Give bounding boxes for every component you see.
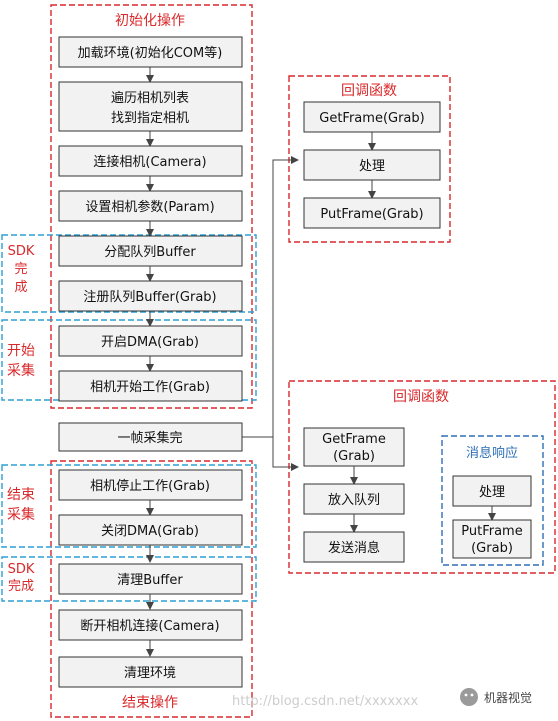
callback2-putframe-label-1: PutFrame: [461, 524, 522, 539]
callback2-process-label: 处理: [479, 485, 505, 500]
sdk-done-frame-1: [1, 234, 257, 313]
step-clean-env-label: 清理环境: [124, 666, 176, 681]
chat-bubble-icon: [460, 688, 478, 706]
callback2-title: 回调函数: [393, 389, 449, 405]
watermark-text: http://blog.csdn.net/xxxxxxx: [232, 694, 418, 709]
callback2-send-msg-label: 发送消息: [328, 540, 380, 556]
end-collect-label: 结束采集: [7, 487, 35, 523]
step-set-params: 设置相机参数(Param): [58, 190, 243, 222]
init-group-frame: [50, 4, 253, 409]
callback2-getframe-label-1: GetFrame: [322, 432, 386, 447]
logo-badge: 机器视觉: [460, 688, 532, 706]
svg-text:结束采集: 结束采集: [7, 487, 35, 523]
finish-group-frame: [50, 460, 253, 718]
callback2-getframe-label-2: (Grab): [333, 449, 375, 464]
callback2-putframe-label-2: (Grab): [471, 541, 513, 556]
callback1-getframe-label: GetFrame(Grab): [319, 111, 424, 126]
step-alloc-queue: 分配队列Buffer: [58, 235, 243, 267]
step-disconnect: 断开相机连接(Camera): [58, 609, 243, 641]
logo-text: 机器视觉: [484, 690, 532, 705]
step-enum-cameras: 遍历相机列表 找到指定相机: [58, 81, 243, 132]
step-connect-label: 连接相机(Camera): [93, 154, 206, 170]
step-open-dma-label: 开启DMA(Grab): [101, 335, 199, 350]
step-enum-cameras-label-1: 遍历相机列表: [111, 90, 189, 106]
step-register-queue-label: 注册队列Buffer(Grab): [83, 290, 216, 305]
callback1-title: 回调函数: [341, 83, 397, 99]
callback2-getframe: GetFrame (Grab): [303, 427, 405, 467]
callback1-getframe: GetFrame(Grab): [303, 101, 441, 133]
step-register-queue: 注册队列Buffer(Grab): [58, 280, 243, 312]
step-camera-start-label: 相机开始工作(Grab): [90, 380, 210, 395]
callback2-frame: [288, 380, 556, 574]
step-clean-env: 清理环境: [58, 656, 243, 688]
finish-section-title: 结束操作: [122, 695, 178, 711]
step-frame-done: 一帧采集完: [58, 422, 243, 452]
step-clear-buffer-label: 清理Buffer: [117, 573, 183, 588]
msg-response-title: 消息响应: [466, 445, 518, 461]
step-alloc-queue-label: 分配队列Buffer: [104, 245, 196, 260]
step-load-env: 加载环境(初始化COM等): [58, 36, 243, 68]
step-frame-done-label: 一帧采集完: [117, 430, 182, 446]
step-load-env-label: 加载环境(初始化COM等): [78, 45, 223, 61]
callback2-putframe: PutFrame (Grab): [452, 519, 532, 559]
callback1-putframe: PutFrame(Grab): [303, 197, 441, 229]
msg-response-frame: [441, 435, 544, 566]
callback2-enqueue-label: 放入队列: [328, 493, 380, 508]
step-camera-stop-label: 相机停止工作(Grab): [90, 478, 210, 494]
callback1-frame: [288, 75, 451, 243]
step-close-dma: 关闭DMA(Grab): [58, 514, 243, 546]
start-collect-label: 开始采集: [7, 343, 35, 379]
step-open-dma: 开启DMA(Grab): [58, 325, 243, 357]
svg-text:开始采集: 开始采集: [7, 343, 35, 379]
callback-branch-lines: [242, 156, 299, 471]
step-connect: 连接相机(Camera): [58, 145, 243, 177]
callback2-flow-arrows: [350, 466, 496, 533]
step-enum-cameras-label-2: 找到指定相机: [111, 111, 189, 126]
callback1-process-label: 处理: [359, 159, 385, 174]
callback2-enqueue: 放入队列: [303, 483, 405, 515]
step-camera-start: 相机开始工作(Grab): [58, 370, 243, 402]
step-clear-buffer: 清理Buffer: [58, 563, 243, 595]
step-set-params-label: 设置相机参数(Param): [85, 199, 214, 215]
step-close-dma-label: 关闭DMA(Grab): [101, 524, 199, 539]
callback2-process: 处理: [452, 475, 532, 507]
callback1-putframe-label: PutFrame(Grab): [320, 207, 423, 222]
end-collect-frame: [1, 464, 257, 548]
callback1-process: 处理: [303, 149, 441, 181]
init-section-title: 初始化操作: [115, 12, 185, 29]
step-disconnect-label: 断开相机连接(Camera): [80, 618, 219, 634]
sdk-done-frame-2: [1, 556, 257, 602]
step-camera-stop: 相机停止工作(Grab): [58, 469, 243, 501]
callback2-send-msg: 发送消息: [303, 531, 405, 563]
